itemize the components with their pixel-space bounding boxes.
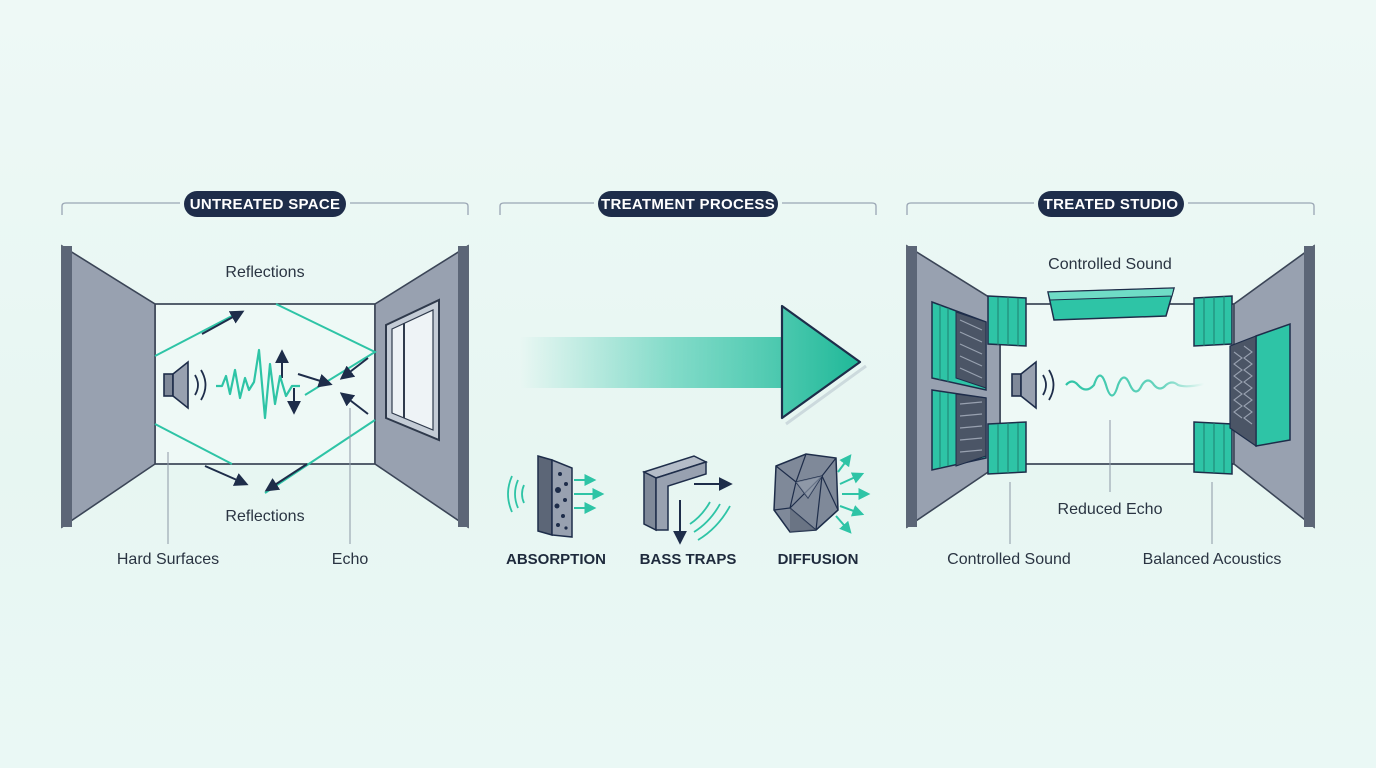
sound-waveform	[216, 348, 300, 420]
treated-speaker-icon	[1011, 360, 1055, 410]
label-controlled-sound: Controlled Sound	[947, 551, 1071, 568]
controlled-waveform	[1065, 374, 1205, 397]
step-absorption: ABSORPTION	[506, 551, 606, 568]
speaker-icon	[163, 360, 207, 410]
step-bass-traps: BASS TRAPS	[640, 551, 737, 568]
absorption-panel-icon: ABSORPTION	[506, 455, 606, 568]
label-controlled-sound-top: Controlled Sound	[1048, 256, 1172, 273]
right-wall-diffuser	[1229, 322, 1291, 448]
label-reflections-top: Reflections	[225, 264, 304, 281]
treated-room: Controlled Sound Reduced Echo Controlled…	[906, 244, 1315, 568]
label-hard-surfaces: Hard Surfaces	[117, 551, 219, 568]
section-header-untreated: UNTREATED SPACE	[61, 191, 469, 217]
treatment-process: ABSORPTION BASS TRAPS	[506, 304, 871, 568]
label-reflections-bottom: Reflections	[225, 508, 304, 525]
arrow-right-icon	[520, 304, 867, 426]
left-wall	[61, 244, 156, 529]
section-header-treated: TREATED STUDIO	[906, 191, 1315, 217]
left-wall-panels	[931, 300, 987, 471]
window	[385, 298, 440, 442]
diffuser-icon: DIFFUSION	[773, 453, 871, 568]
untreated-room: Reflections Reflections Hard Surfaces Ec…	[61, 244, 469, 568]
process-title: TREATMENT PROCESS	[601, 196, 775, 213]
reflection-arrows	[201, 310, 369, 492]
bass-trap-icon: BASS TRAPS	[640, 455, 737, 568]
step-diffusion: DIFFUSION	[778, 551, 859, 568]
ceiling-cloud	[1047, 287, 1176, 321]
label-echo: Echo	[332, 551, 369, 568]
untreated-title: UNTREATED SPACE	[190, 196, 341, 213]
label-reduced-echo: Reduced Echo	[1058, 501, 1163, 518]
section-header-process: TREATMENT PROCESS	[499, 191, 877, 217]
treated-title: TREATED STUDIO	[1044, 196, 1179, 213]
label-balanced-acoustics: Balanced Acoustics	[1143, 551, 1282, 568]
corner-bass-traps	[987, 295, 1233, 475]
